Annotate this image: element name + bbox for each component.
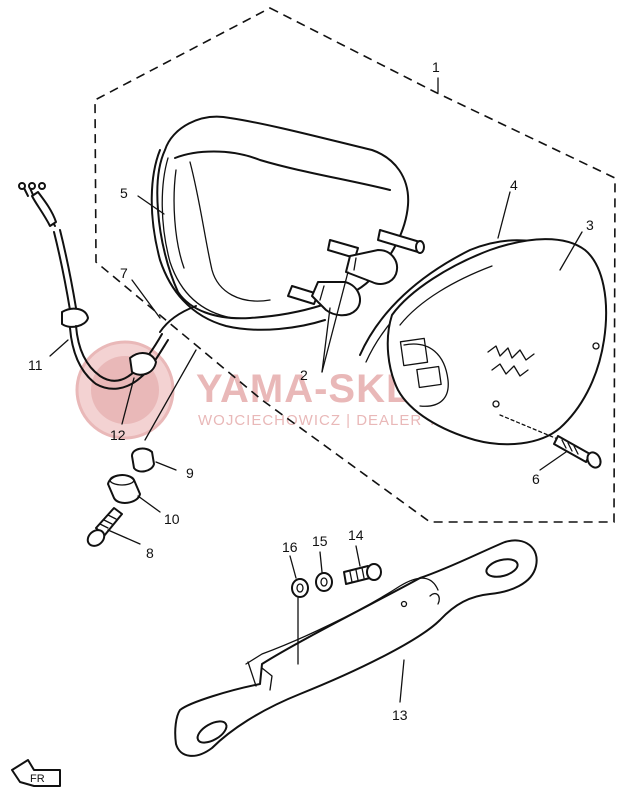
callout-8: 8 — [146, 545, 154, 561]
leader-lines — [49, 77, 583, 703]
front-direction-arrow: FR — [11, 759, 61, 787]
callout-15: 15 — [312, 533, 328, 549]
callout-11: 11 — [28, 357, 43, 373]
bulb-lower — [311, 281, 361, 317]
callout-14: 14 — [348, 527, 364, 543]
callout-9: 9 — [186, 465, 194, 481]
front-marker-label: FR — [30, 773, 45, 785]
bracket-bolt — [343, 563, 382, 585]
taillight-lens — [386, 238, 608, 446]
callout-1: 1 — [432, 59, 440, 75]
mounting-bolt — [86, 507, 123, 547]
collar — [107, 474, 141, 504]
callout-2: 2 — [300, 367, 308, 383]
callout-16: 16 — [282, 539, 298, 555]
callout-10: 10 — [164, 511, 180, 527]
grommet — [131, 447, 155, 473]
license-bracket — [174, 539, 538, 757]
callout-labels: 1 2 3 4 5 6 7 8 9 10 11 12 13 14 15 16 — [28, 59, 594, 723]
assembly-boundary — [94, 7, 616, 523]
bolt-alignment-line — [144, 349, 197, 441]
wire-harness — [18, 182, 197, 390]
callout-5: 5 — [120, 185, 128, 201]
callout-13: 13 — [392, 707, 408, 723]
socket-studs — [287, 229, 425, 305]
callout-4: 4 — [510, 177, 518, 193]
spring-washer — [315, 572, 333, 592]
taillight-housing — [150, 115, 410, 331]
bulb-upper — [345, 249, 398, 285]
callout-6: 6 — [532, 471, 540, 487]
callout-12: 12 — [110, 427, 126, 443]
lens-screw — [499, 414, 602, 469]
plain-washer — [291, 578, 309, 598]
watermark-subtitle: WOJCIECHOWICZ | DEALER YAMAHA — [198, 412, 495, 429]
callout-3: 3 — [586, 217, 594, 233]
callout-7: 7 — [120, 265, 128, 281]
